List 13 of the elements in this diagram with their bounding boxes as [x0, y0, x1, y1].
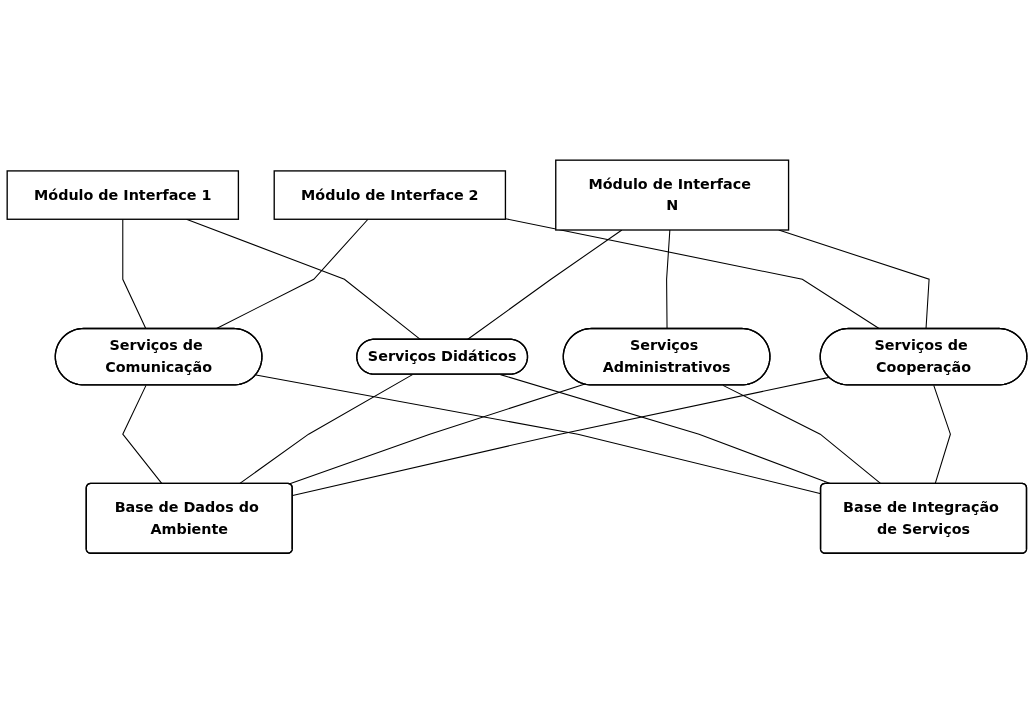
connector	[933, 385, 951, 485]
node-box: Módulo de Interface 1	[6, 170, 240, 221]
connector	[722, 385, 882, 485]
connector	[288, 384, 585, 485]
connector	[504, 218, 881, 330]
connector	[122, 219, 147, 330]
connector	[666, 229, 671, 330]
node-box: Módulo de Interface 2	[273, 170, 507, 221]
connector	[466, 229, 623, 341]
connector	[215, 219, 369, 330]
node-box: Módulo de Interface N	[555, 159, 790, 231]
connector	[122, 385, 163, 485]
connector	[238, 374, 414, 485]
